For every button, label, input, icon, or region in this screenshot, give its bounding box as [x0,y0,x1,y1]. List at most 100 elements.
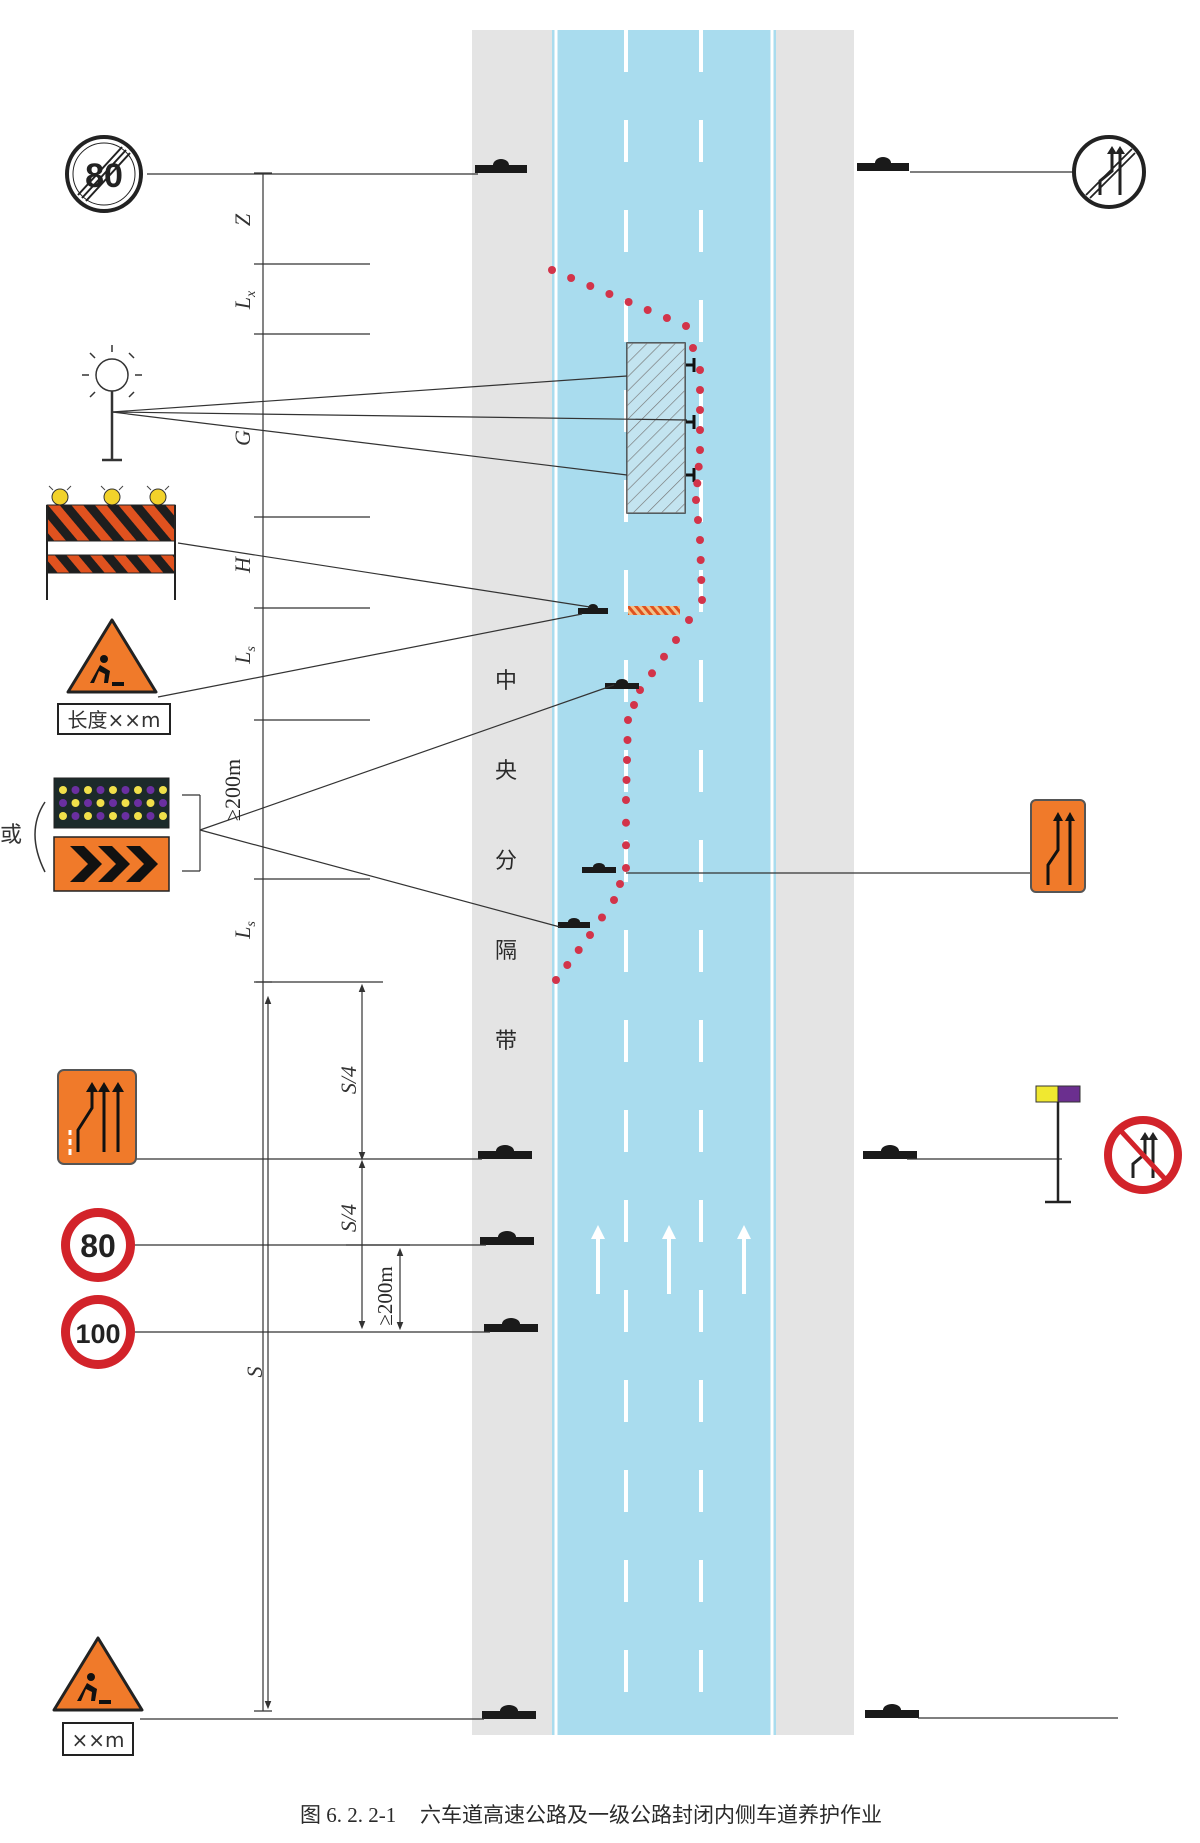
dim-label-s4-2: S/4 [336,1204,361,1232]
speed-value-text: 100 [75,1319,120,1349]
road-closure-barrier [46,485,176,600]
traffic-cone [610,896,618,904]
led-dot [59,786,67,794]
led-dot [59,799,67,807]
traffic-cone [574,946,583,954]
traffic-cone [624,298,633,306]
led-dot [71,799,80,807]
traffic-cone [643,306,652,314]
traffic-cone [696,366,704,374]
traffic-cone [696,446,704,454]
traffic-cone [586,931,594,939]
caption-number: 图 6. 2. 2-1 [300,1803,396,1827]
traffic-cone [616,880,624,888]
traffic-cone [623,756,631,764]
median-char: 中 [495,668,517,693]
led-dot [109,786,117,794]
dim-label-z: Z [230,213,255,226]
chevron-sign [53,836,170,892]
sign-post-base [484,1318,538,1332]
traffic-cone [630,701,638,709]
lane-shift-sign [1030,799,1086,893]
median-label: 中 央 分 隔 带 [495,668,517,1053]
traffic-cone [692,496,700,504]
speed-limit-80-sign: 80 [61,1208,135,1282]
leader-lines [111,171,1118,1720]
sign-post-base [582,863,616,873]
work-zone [548,266,706,984]
led-dot [84,786,92,794]
speed-value-text: 80 [80,1228,116,1264]
sign-post-base [605,679,639,689]
road-work-ahead-sign: ××m [52,1636,144,1756]
sign-post-base [478,1145,532,1159]
work-lights-on-area [686,358,696,482]
led-dot [71,786,80,794]
led-dot [96,812,105,820]
traffic-cone [696,386,704,394]
speed-limit-100-sign: 100 [61,1295,135,1369]
traffic-cone-line [548,266,706,984]
distance-plate-text: ××m [72,1728,125,1752]
dim-label-200m-2: ≥200m [373,1266,397,1325]
median-char: 分 [495,848,517,873]
sign-post-base [865,1704,919,1718]
dim-label-ls-1: Ls [230,646,259,665]
warning-light [82,345,142,462]
traffic-cone [586,282,595,290]
sign-post-base [482,1705,536,1719]
traffic-cone [622,796,630,804]
traffic-cone [598,913,606,922]
traffic-cone [648,669,656,678]
traffic-cone [698,596,706,604]
traffic-cone [672,636,680,644]
traffic-cone [662,314,671,322]
traffic-cone [622,841,630,850]
sign-post-base [857,157,909,171]
traffic-cone [685,616,693,624]
no-overtaking-sign [1035,1085,1182,1204]
led-dot [134,786,142,794]
led-dot [159,812,167,820]
dim-label-ls-2: Ls [230,921,259,940]
carriageway [552,30,776,1735]
dimension-labels: Z Lx G H Ls ≥200m Ls S/4 S/4 S ≥200m [220,213,397,1377]
road [472,30,854,1735]
dim-label-200m-1: ≥200m [220,759,245,821]
dim-label-h: H [230,556,255,574]
outer-shoulder [776,30,854,1735]
traffic-cone [697,576,706,584]
sign-post-base [558,918,590,928]
traffic-cone [548,266,556,274]
dim-label-s4-1: S/4 [336,1066,361,1094]
caption-title: 六车道高速公路及一级公路封闭内侧车道养护作业 [420,1803,882,1827]
figure-caption: 图 6. 2. 2-1 六车道高速公路及一级公路封闭内侧车道养护作业 [300,1803,882,1827]
traffic-cone [682,322,690,330]
led-dot [121,799,130,807]
traffic-cone [696,426,704,434]
led-dot [146,812,155,820]
led-dot [146,799,155,807]
traffic-cone [694,462,703,471]
median-strip [472,30,552,1735]
barrier-in-lane [628,606,680,615]
road-work-sign: 长度××m [57,618,171,735]
median-char: 隔 [495,938,517,963]
traffic-cone [552,976,560,984]
traffic-cone [696,536,704,544]
lane-arrow [662,1225,676,1294]
traffic-cone [696,556,705,564]
end-no-overtaking-sign [1072,135,1146,209]
sign-post-base [475,159,527,173]
traffic-cone [605,290,614,298]
lane-arrow [591,1225,605,1294]
median-char: 带 [495,1028,517,1053]
led-dot [134,799,142,807]
led-dot [84,799,92,807]
dim-label-g: G [230,430,255,446]
arrow-board-led [53,777,170,829]
traffic-cone [694,516,702,524]
length-plate-text: 长度××m [68,708,161,732]
led-dots [59,786,167,820]
